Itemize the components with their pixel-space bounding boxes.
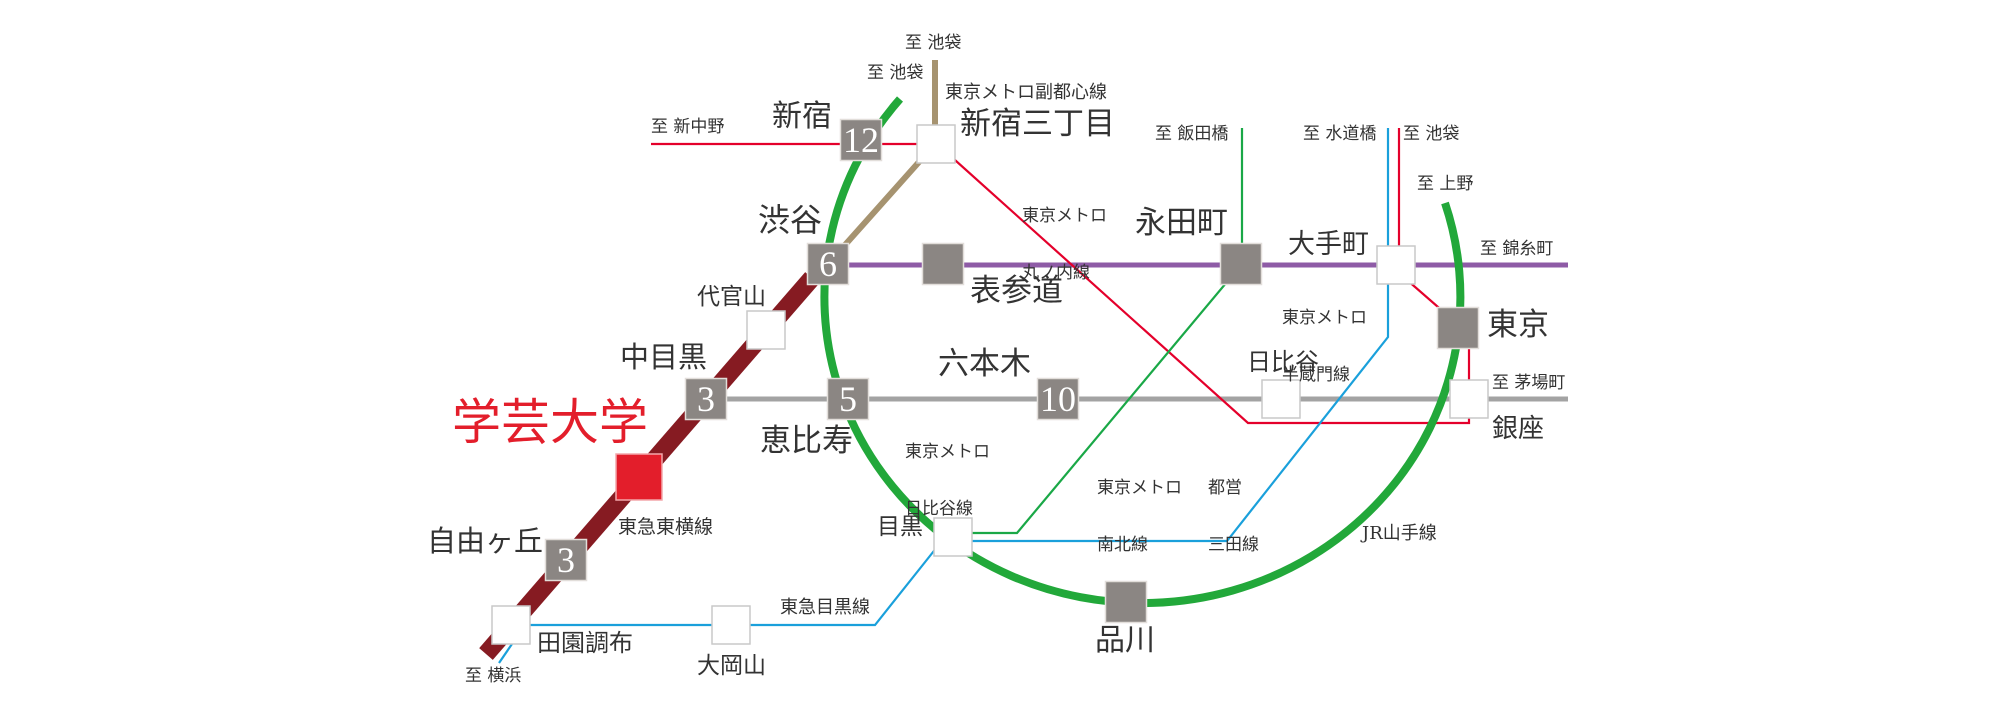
line-label-mita-line1: 都営 — [1208, 478, 1242, 498]
station-label-nakameguro: 中目黒 — [620, 340, 708, 374]
station-number-shibuya: 6 — [819, 244, 837, 284]
line-label-meguro: 東急目黒線 — [780, 597, 870, 618]
namboku-line — [953, 128, 1244, 535]
station-box-ebisu: 5 — [826, 377, 870, 421]
station-label-tokyo: 東京 — [1487, 307, 1549, 343]
station-box-jiyugaoka-bg — [544, 538, 588, 582]
station-box-hibiya — [1261, 379, 1301, 419]
station-label-ebisu: 恵比寿 — [760, 423, 853, 459]
station-box-gakugeidaigaku — [615, 453, 663, 501]
station-box-shibuya: 6 — [806, 242, 850, 286]
station-label-shinjuku-sanchome: 新宿三丁目 — [960, 106, 1115, 142]
station-box-ginza — [1449, 379, 1489, 419]
line-label-hibiya: 東京メトロ 日比谷線 — [905, 405, 990, 557]
line-label-toyoko: 東急東横線 — [618, 516, 714, 538]
station-box-shinjuku: 12 — [839, 118, 883, 162]
station-label-hibiya: 日比谷 — [1247, 348, 1319, 376]
station-label-gakugeidaigaku: 学芸大学 — [452, 394, 649, 451]
station-label-jiyugaoka: 自由ヶ丘 — [427, 524, 544, 558]
station-box-nagatacho — [1219, 242, 1263, 286]
line-label-hibiya-line2: 日比谷線 — [905, 499, 973, 519]
line-label-namboku-line2: 南北線 — [1097, 535, 1148, 555]
station-box-tokyo — [1436, 306, 1480, 350]
station-label-shinjuku: 新宿 — [772, 99, 832, 134]
station-label-roppongi: 六本木 — [938, 346, 1031, 382]
station-label-ookayama: 大岡山 — [697, 653, 766, 679]
line-label-mita: 都営 三田線 — [1208, 441, 1259, 593]
station-number-roppongi: 10 — [1040, 379, 1076, 419]
direction-label-shinnakano: 至 新中野 — [651, 117, 725, 137]
station-box-shinagawa — [1104, 580, 1148, 624]
station-number-shinjuku: 12 — [843, 120, 879, 160]
station-label-nagatacho: 永田町 — [1135, 205, 1228, 241]
station-box-otemachi — [1376, 245, 1416, 285]
line-label-namboku: 東京メトロ 南北線 — [1097, 441, 1182, 593]
station-box-omotesando — [921, 242, 965, 286]
direction-label-iidabashi: 至 飯田橋 — [1155, 124, 1229, 144]
direction-label-ikebukuro-fukutoshin: 至 池袋 — [905, 33, 962, 53]
station-box-roppongi: 10 — [1036, 377, 1080, 421]
station-box-shinjuku-bg — [839, 118, 883, 162]
line-label-fukutoshin: 東京メトロ副都心線 — [945, 82, 1107, 103]
station-box-meguro — [933, 517, 973, 557]
station-box-daikanyama — [746, 310, 786, 350]
line-label-hanzomon-line1: 東京メトロ — [1282, 308, 1367, 328]
line-label-hanzomon: 東京メトロ 半蔵門線 — [1282, 271, 1367, 423]
direction-label-ueno: 至 上野 — [1417, 174, 1474, 194]
direction-label-ikebukuro-yamanote: 至 池袋 — [867, 63, 924, 83]
direction-label-ikebukuro-marunouchi: 至 池袋 — [1403, 124, 1460, 144]
station-label-denenchofu: 田園調布 — [537, 629, 633, 657]
line-label-mita-line2: 三田線 — [1208, 535, 1259, 555]
station-number-nakameguro: 3 — [697, 379, 715, 419]
station-number-ebisu: 5 — [839, 379, 857, 419]
station-box-jiyugaoka: 3 — [544, 538, 588, 582]
line-label-hibiya-line1: 東京メトロ — [905, 442, 990, 462]
line-label-marunouchi: 東京メトロ 丸ノ内線 — [1022, 169, 1107, 321]
station-box-shinjuku-sanchome — [916, 124, 956, 164]
station-label-ginza: 銀座 — [1492, 414, 1545, 444]
line-label-hanzomon-line2: 半蔵門線 — [1282, 365, 1350, 385]
station-box-ookayama — [711, 605, 751, 645]
station-box-nakameguro: 3 — [684, 377, 728, 421]
line-label-namboku-line1: 東京メトロ — [1097, 478, 1182, 498]
mita-line — [953, 128, 1390, 543]
station-label-shinagawa: 品川 — [1095, 623, 1155, 658]
line-label-yamanote: JR山手線 — [1362, 523, 1437, 544]
station-label-meguro: 目黒 — [877, 514, 923, 540]
station-box-nakameguro-bg — [684, 377, 728, 421]
station-number-jiyugaoka: 3 — [557, 540, 575, 580]
station-box-denenchofu — [491, 605, 531, 645]
line-label-marunouchi-line1: 東京メトロ — [1022, 206, 1107, 226]
line-label-marunouchi-line2: 丸ノ内線 — [1022, 263, 1090, 283]
station-box-ebisu-bg — [826, 377, 870, 421]
direction-label-suidobashi: 至 水道橋 — [1303, 124, 1377, 144]
station-label-daikanyama: 代官山 — [697, 284, 766, 310]
station-box-roppongi-bg — [1036, 377, 1080, 421]
station-label-shibuya: 渋谷 — [758, 201, 823, 239]
station-label-omotesando: 表参道 — [970, 273, 1063, 309]
direction-label-yokohama: 至 横浜 — [465, 666, 522, 686]
station-box-shibuya-bg — [806, 242, 850, 286]
direction-label-kayabacho: 至 茅場町 — [1492, 373, 1566, 393]
station-label-otemachi: 大手町 — [1288, 229, 1369, 260]
direction-label-kinshicho: 至 錦糸町 — [1480, 239, 1554, 259]
